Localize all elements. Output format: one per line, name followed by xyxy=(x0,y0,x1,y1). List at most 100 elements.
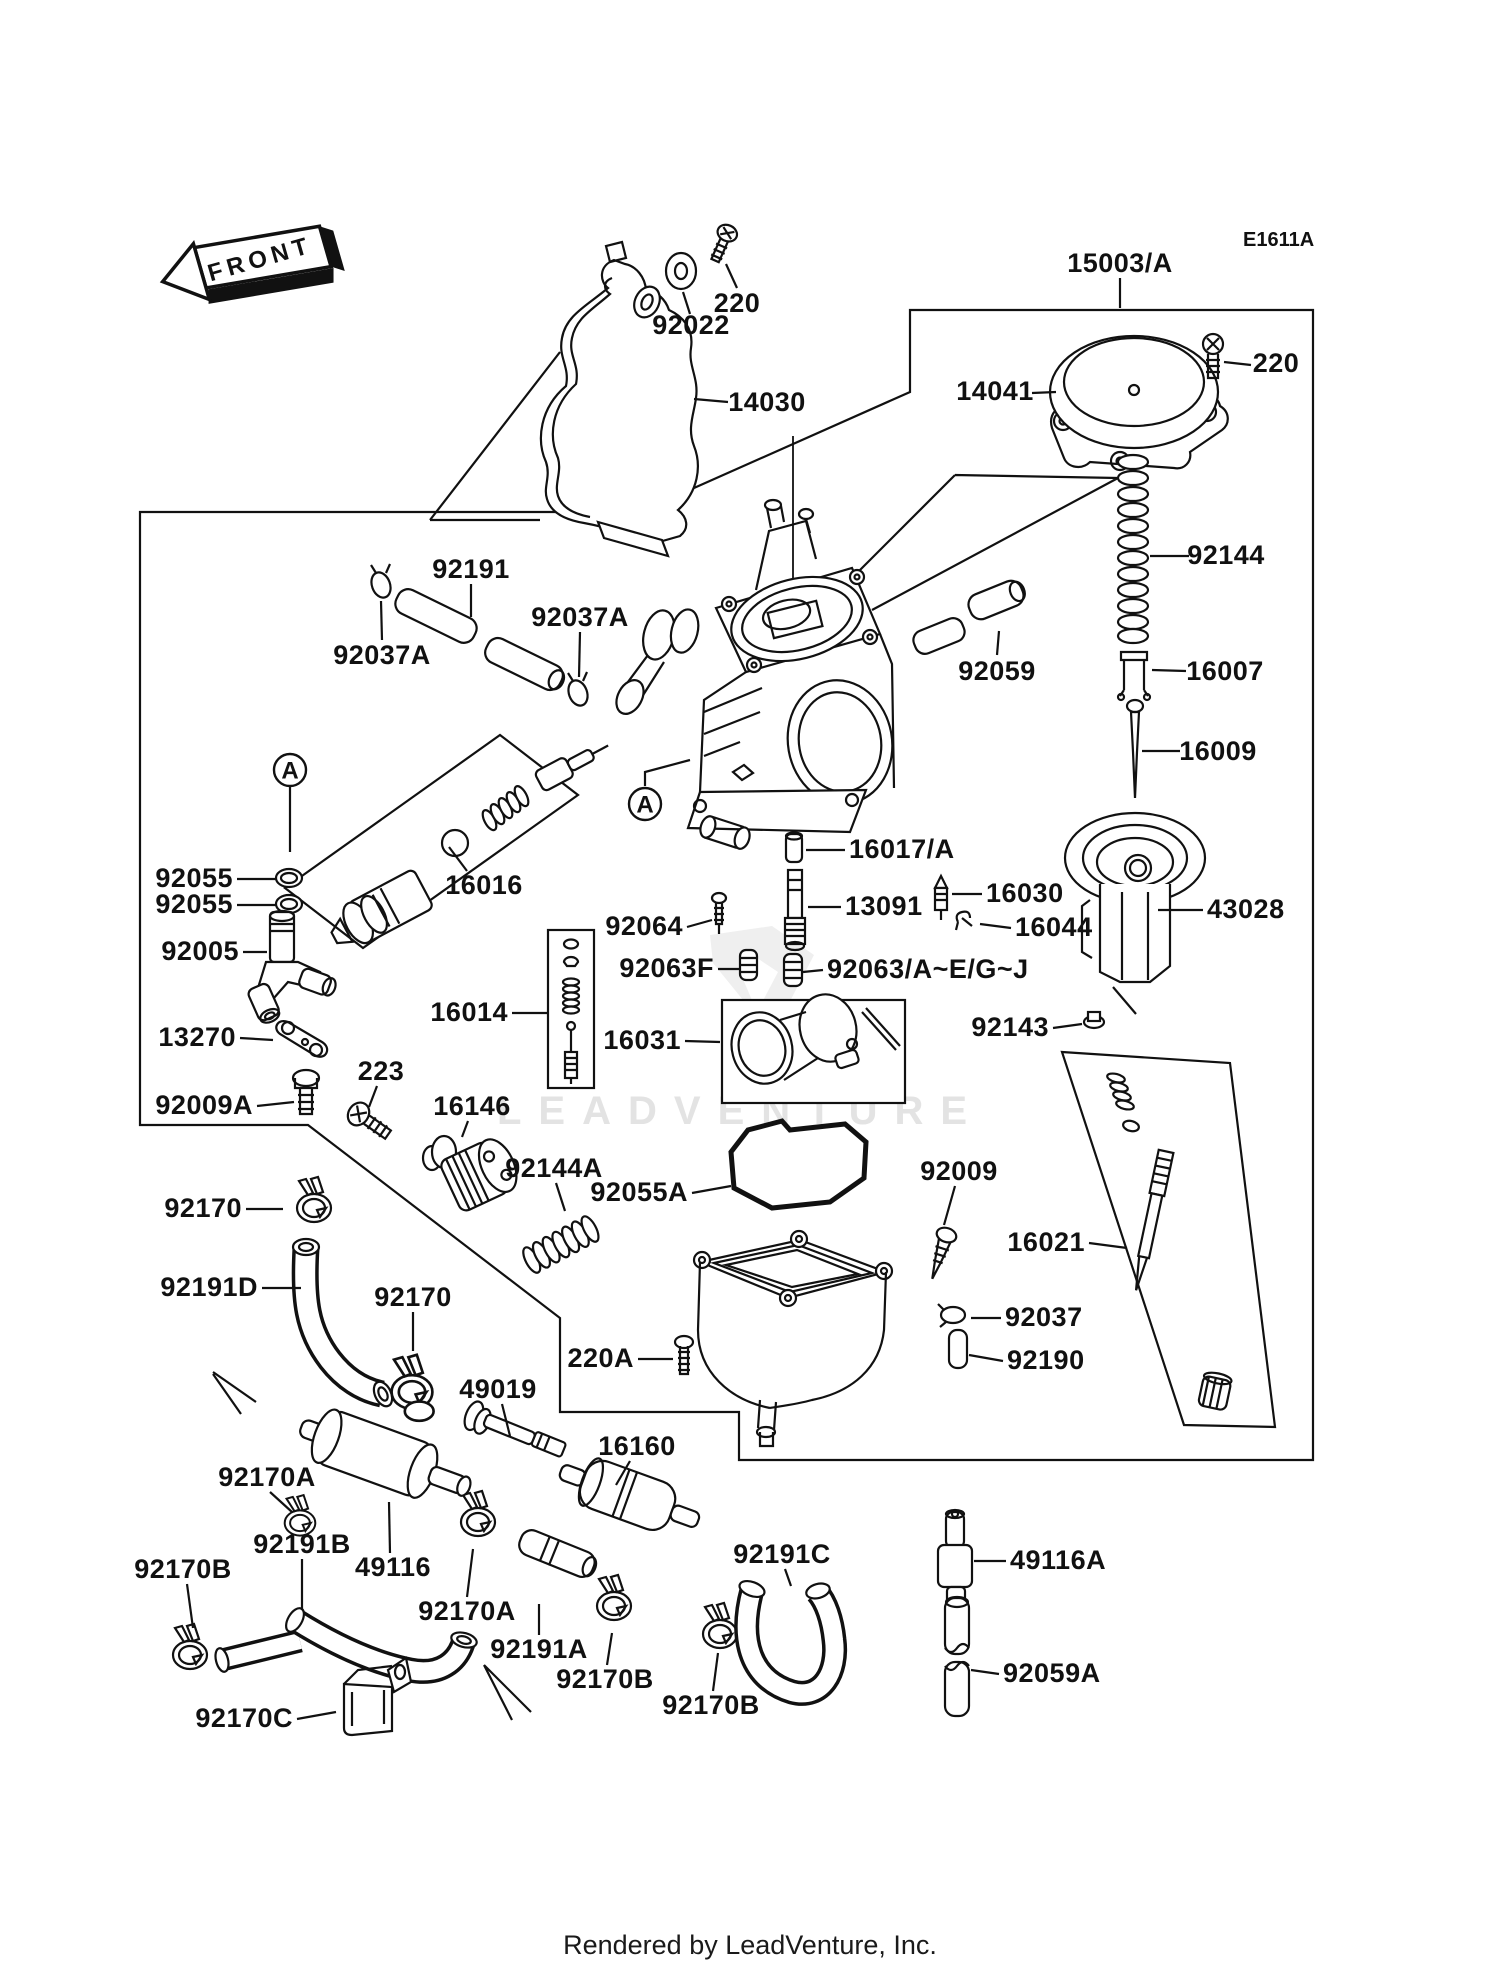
part-label-92170: 92170 xyxy=(374,1282,452,1312)
screw-92009a-drawing xyxy=(291,1068,321,1116)
part-label-92170b: 92170B xyxy=(662,1690,760,1720)
part-label-16021: 16021 xyxy=(1007,1227,1085,1257)
tube-92059-drawing xyxy=(912,579,1026,655)
part-label-16017-a: 16017/A xyxy=(849,834,955,864)
leader-line xyxy=(500,1403,512,1437)
part-label-220a: 220A xyxy=(567,1343,634,1373)
part-drawings xyxy=(171,223,1233,1737)
part-label-92144: 92144 xyxy=(1187,540,1265,570)
tube-92191a-drawing xyxy=(518,1529,598,1578)
part-label-16009: 16009 xyxy=(1179,736,1257,766)
leader-line xyxy=(296,1710,337,1721)
leader-line xyxy=(387,1501,392,1554)
part-label-92191d: 92191D xyxy=(160,1272,258,1302)
section-marker-circle xyxy=(627,786,663,822)
leader-line xyxy=(970,1668,1000,1676)
section-marker-label: A xyxy=(636,792,653,819)
leader-line xyxy=(554,1182,567,1212)
leader-line xyxy=(684,1039,721,1044)
screw-92009-drawing xyxy=(931,1226,958,1280)
part-label-92055: 92055 xyxy=(155,889,233,919)
part-label-92005: 92005 xyxy=(161,936,239,966)
part-label-14030: 14030 xyxy=(728,387,806,417)
clamp-92170-drawing xyxy=(171,1175,739,1671)
section-marker-label: A xyxy=(281,758,298,785)
leader-line xyxy=(1031,390,1057,395)
jet-13091-drawing xyxy=(783,868,807,952)
part-label-16014: 16014 xyxy=(430,997,508,1027)
leader-lines xyxy=(185,263,1252,1721)
leader-line xyxy=(686,918,713,929)
screw-223-drawing xyxy=(346,1101,393,1141)
cap-92063-drawing xyxy=(782,952,804,988)
part-16146-drawing xyxy=(421,1134,518,1212)
part-16017a-drawing xyxy=(784,831,804,864)
leader-line xyxy=(725,263,738,289)
part-label-92064: 92064 xyxy=(605,911,683,941)
washer-92022-drawing xyxy=(664,251,698,291)
bracket-14030-drawing xyxy=(539,240,699,558)
leader-line xyxy=(367,1085,379,1108)
part-label-13091: 13091 xyxy=(845,891,923,921)
plunger-49019-drawing xyxy=(463,1400,567,1458)
part-label-16146: 16146 xyxy=(433,1091,511,1121)
part-label-92144a: 92144A xyxy=(505,1153,603,1183)
leader-line xyxy=(1151,668,1187,673)
part-label-92191: 92191 xyxy=(432,554,510,584)
part-label-15003-a: 15003/A xyxy=(1067,248,1173,278)
hose-92191c-drawing xyxy=(734,1579,848,1706)
joint-49116a-drawing xyxy=(936,1508,974,1609)
assembly-16031-drawing xyxy=(730,993,901,1085)
float-bowl-drawing xyxy=(692,1229,894,1448)
lever-13270-drawing xyxy=(275,1020,329,1058)
leader-line xyxy=(185,1583,195,1629)
diagram-code: E1611A xyxy=(1243,229,1314,251)
part-label-92191c: 92191C xyxy=(733,1539,831,1569)
leader-line xyxy=(681,291,692,315)
part-label-92037a: 92037A xyxy=(333,640,431,670)
screw-220-right-drawing xyxy=(1201,332,1225,380)
leader-line xyxy=(979,922,1012,930)
part-label-92170c: 92170C xyxy=(195,1703,293,1733)
leader-line xyxy=(693,397,729,404)
part-label-92143: 92143 xyxy=(971,1012,1049,1042)
assembly-16016-drawing xyxy=(330,744,609,945)
clip-92037a-left-drawing xyxy=(370,563,392,599)
leader-line xyxy=(269,1491,293,1513)
part-label-92022: 92022 xyxy=(652,310,730,340)
part-label-220: 220 xyxy=(1253,348,1300,378)
part-label-92009: 92009 xyxy=(920,1156,998,1186)
part-label-92055a: 92055A xyxy=(590,1177,688,1207)
part-label-92170a: 92170A xyxy=(218,1462,316,1492)
part-label-16044: 16044 xyxy=(1015,912,1093,942)
screw-92064-drawing xyxy=(710,891,728,934)
spring-92144a-drawing xyxy=(522,1215,600,1274)
part-label-49116a: 49116A xyxy=(1010,1545,1106,1575)
leader-line xyxy=(379,600,384,641)
leader-line xyxy=(605,1632,614,1666)
part-label-49116: 49116 xyxy=(355,1552,431,1582)
part-label-92170b: 92170B xyxy=(134,1554,232,1584)
clip-92037a-right-drawing xyxy=(567,671,589,707)
part-label-43028: 43028 xyxy=(1207,894,1285,924)
footer-credit: Rendered by LeadVenture, Inc. xyxy=(563,1930,937,1960)
tube-92059a-drawing xyxy=(943,1595,971,1718)
leader-line xyxy=(942,1185,957,1226)
assembly-16014-drawing xyxy=(561,938,581,1084)
needle-clip-16007-drawing xyxy=(1116,650,1152,702)
part-label-16160: 16160 xyxy=(598,1431,676,1461)
gasket-92055a-drawing xyxy=(728,1118,869,1211)
leader-line xyxy=(783,1568,793,1587)
part-label-49019: 49019 xyxy=(459,1374,537,1404)
tube-92191-drawing xyxy=(394,588,566,692)
clip-92037-drawing xyxy=(937,1303,967,1328)
part-label-92190: 92190 xyxy=(1007,1345,1085,1375)
screw-220a-drawing xyxy=(673,1334,695,1376)
leader-line xyxy=(1223,360,1252,367)
needle-valve-16030-drawing xyxy=(933,873,949,920)
part-label-13270: 13270 xyxy=(158,1022,236,1052)
section-marker-leaders xyxy=(288,758,691,852)
cap-92063f-drawing xyxy=(738,948,759,982)
